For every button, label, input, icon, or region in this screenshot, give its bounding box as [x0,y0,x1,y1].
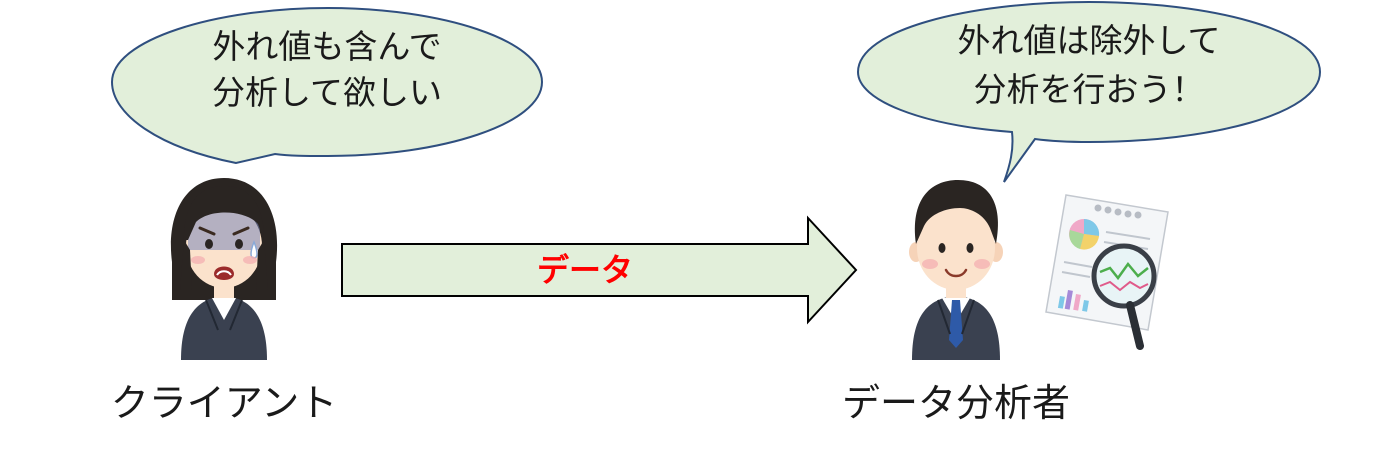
client-speech-line-1: 外れ値も含んで [212,27,441,66]
data-flow-arrow: データ [341,215,858,325]
analyst-caption: データ分析者 [842,381,1070,425]
analyst-bubble-shape [856,0,1322,183]
client-caption: クライアント [111,381,337,425]
arrow-shape [341,215,858,325]
analyst-speech-line-2: 分析を行おう！ [974,70,1205,109]
client-bubble-shape [110,6,544,165]
analyst-speech-line-1: 外れ値は除外して [957,21,1220,60]
worried-businesswoman-icon [170,178,278,360]
client-speech-line-2: 分析して欲しい [212,73,442,112]
arrow-label: データ [537,251,633,289]
smiling-businessman-icon [909,180,1003,360]
analyst-speech-bubble: 外れ値は除外して 分析を行おう！ [856,0,1322,183]
report-with-magnifier-icon [1045,194,1169,350]
client-speech-bubble: 外れ値も含んで 分析して欲しい [110,6,544,165]
